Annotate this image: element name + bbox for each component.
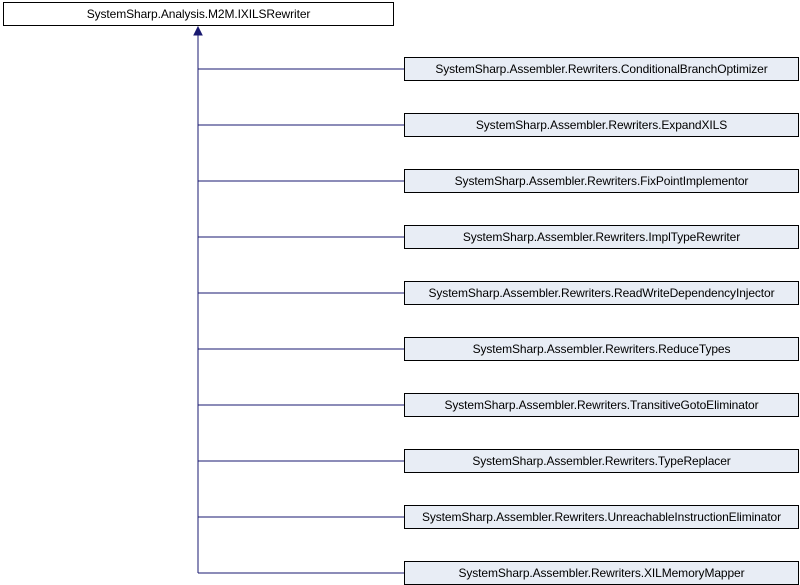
- base-interface-node[interactable]: SystemSharp.Analysis.M2M.IXILSRewriter: [3, 2, 394, 26]
- derived-class-node[interactable]: SystemSharp.Assembler.Rewriters.FixPoint…: [404, 169, 799, 193]
- derived-class-node[interactable]: SystemSharp.Assembler.Rewriters.ReduceTy…: [404, 337, 799, 361]
- derived-class-node[interactable]: SystemSharp.Assembler.Rewriters.TypeRepl…: [404, 449, 799, 473]
- derived-class-node[interactable]: SystemSharp.Assembler.Rewriters.ExpandXI…: [404, 113, 799, 137]
- derived-class-node[interactable]: SystemSharp.Assembler.Rewriters.ImplType…: [404, 225, 799, 249]
- derived-class-node[interactable]: SystemSharp.Assembler.Rewriters.ReadWrit…: [404, 281, 799, 305]
- derived-class-node[interactable]: SystemSharp.Assembler.Rewriters.XILMemor…: [404, 561, 799, 585]
- derived-class-node[interactable]: SystemSharp.Assembler.Rewriters.Transiti…: [404, 393, 799, 417]
- derived-class-node[interactable]: SystemSharp.Assembler.Rewriters.Unreacha…: [404, 505, 799, 529]
- inheritance-arrowhead: [193, 25, 203, 36]
- derived-class-node[interactable]: SystemSharp.Assembler.Rewriters.Conditio…: [404, 57, 799, 81]
